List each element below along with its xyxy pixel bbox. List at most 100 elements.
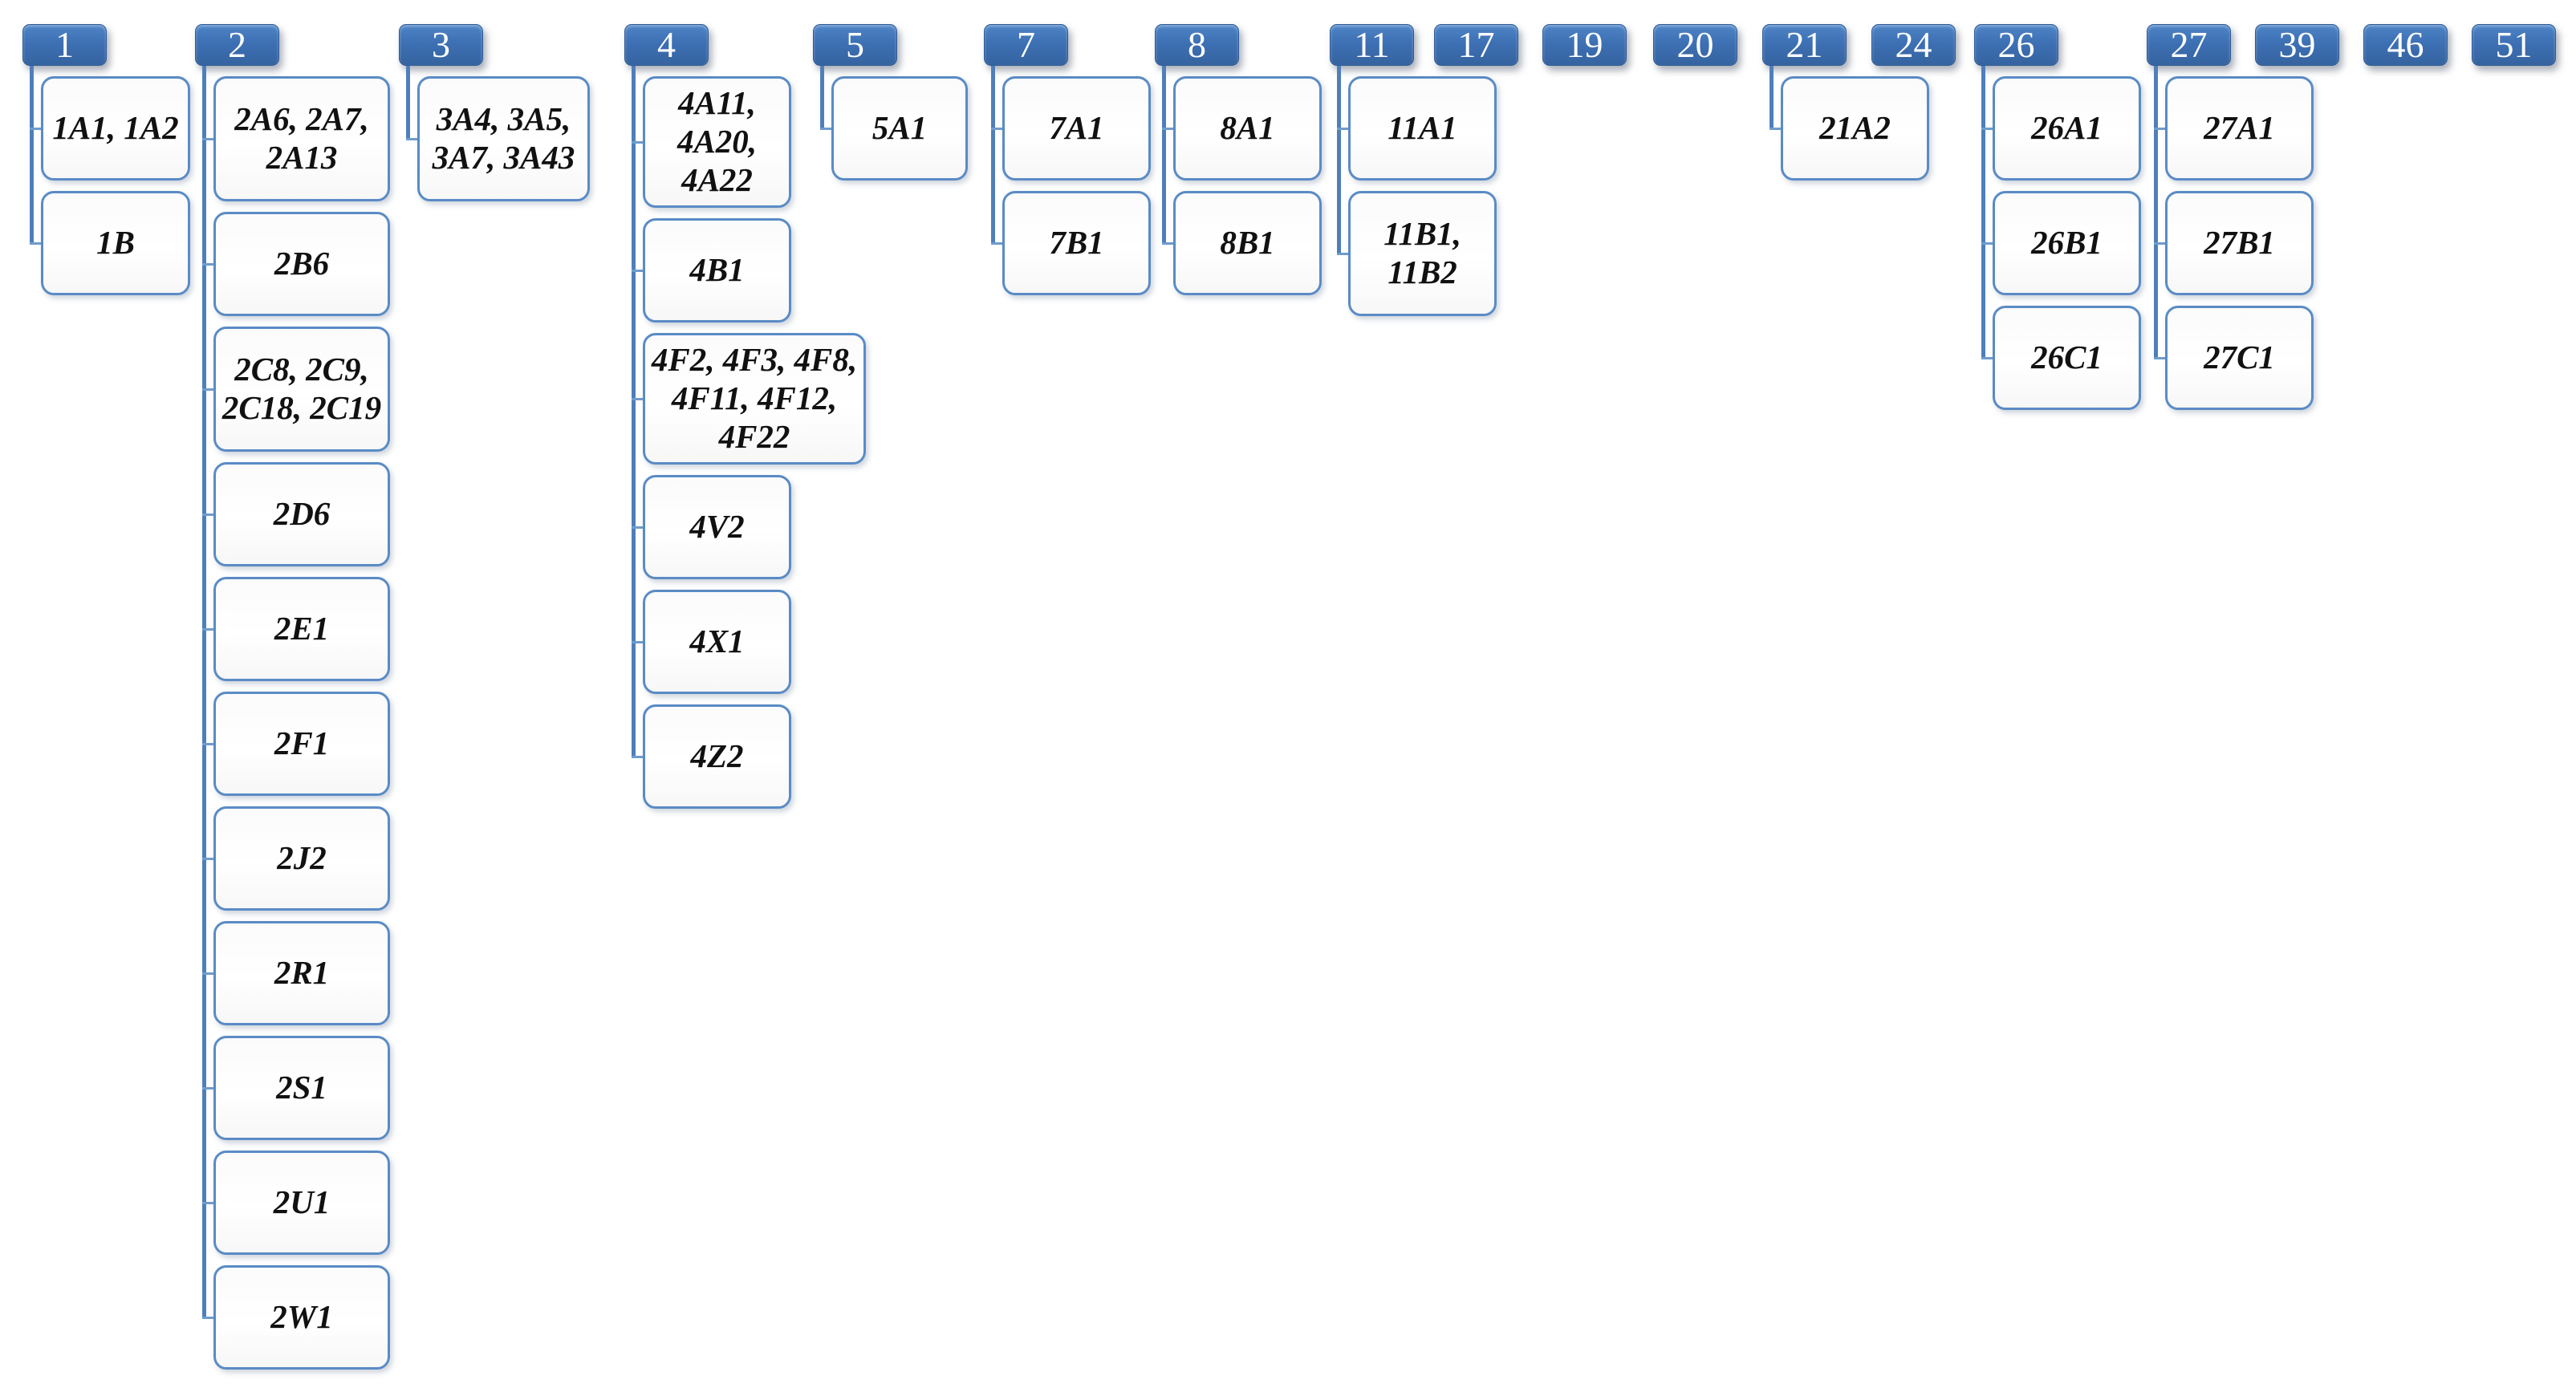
connector-vertical-27 xyxy=(2154,66,2158,358)
member-box-11A1: 11A1 xyxy=(1348,76,1497,181)
member-box-label: 2A6, 2A7, 2A13 xyxy=(234,100,369,176)
member-box-label: 2U1 xyxy=(273,1183,331,1221)
member-box-4B1: 4B1 xyxy=(643,218,791,323)
group-header-7: 7 xyxy=(984,24,1068,66)
member-box-1A1-1A2: 1A1, 1A2 xyxy=(41,76,190,181)
group-header-27: 27 xyxy=(2147,24,2231,66)
group-header-17: 17 xyxy=(1434,24,1518,66)
connector-elbow-8-2 xyxy=(1162,241,1176,245)
group-header-21: 21 xyxy=(1762,24,1847,66)
member-box-label: 2C8, 2C9, 2C18, 2C19 xyxy=(221,351,382,426)
member-box-26B1: 26B1 xyxy=(1993,191,2141,295)
member-box-label: 26B1 xyxy=(2031,224,2103,262)
connector-elbow-4-1 xyxy=(632,140,646,144)
connector-vertical-1 xyxy=(30,66,34,243)
member-box-label: 2J2 xyxy=(277,839,327,877)
connector-elbow-4-4 xyxy=(632,526,646,529)
connector-elbow-2-4 xyxy=(202,513,217,516)
connector-elbow-2-3 xyxy=(202,388,217,391)
connector-elbow-26-1 xyxy=(1981,127,1996,130)
member-box-2C8-2C9-2C18-2C19: 2C8, 2C9, 2C18, 2C19 xyxy=(213,327,390,452)
connector-elbow-21-1 xyxy=(1769,127,1784,130)
connector-elbow-1-1 xyxy=(30,127,44,130)
member-box-label: 2D6 xyxy=(273,495,331,533)
member-box-label: 26A1 xyxy=(2031,109,2103,147)
member-box-label: 8A1 xyxy=(1220,109,1275,147)
group-header-39: 39 xyxy=(2255,24,2339,66)
member-box-5A1: 5A1 xyxy=(831,76,968,181)
member-box-label: 3A4, 3A5, 3A7, 3A43 xyxy=(432,100,575,176)
connector-elbow-8-1 xyxy=(1162,127,1176,130)
member-box-label: 11B1, 11B2 xyxy=(1383,215,1461,290)
connector-vertical-7 xyxy=(991,66,995,243)
member-box-2J2: 2J2 xyxy=(213,806,390,911)
connector-elbow-2-9 xyxy=(202,1086,217,1090)
member-box-4V2: 4V2 xyxy=(643,475,791,579)
member-box-27C1: 27C1 xyxy=(2165,306,2314,410)
member-box-27A1: 27A1 xyxy=(2165,76,2314,181)
member-box-2E1: 2E1 xyxy=(213,577,390,681)
member-box-label: 4Z2 xyxy=(690,737,744,775)
member-box-3A4-3A5-3A7-3A43: 3A4, 3A5, 3A7, 3A43 xyxy=(417,76,590,201)
member-box-label: 4B1 xyxy=(689,251,745,289)
member-box-label: 1B xyxy=(96,224,135,262)
group-header-4: 4 xyxy=(624,24,709,66)
group-header-19: 19 xyxy=(1542,24,1627,66)
member-box-label: 4X1 xyxy=(689,623,745,660)
member-box-8A1: 8A1 xyxy=(1173,76,1322,181)
member-box-27B1: 27B1 xyxy=(2165,191,2314,295)
connector-elbow-2-5 xyxy=(202,627,217,631)
member-box-label: 27B1 xyxy=(2204,224,2275,262)
connector-elbow-4-3 xyxy=(632,397,646,400)
member-box-label: 26C1 xyxy=(2031,339,2103,376)
member-box-label: 2F1 xyxy=(274,724,330,762)
connector-vertical-8 xyxy=(1162,66,1166,243)
member-box-21A2: 21A2 xyxy=(1781,76,1929,181)
member-box-1B: 1B xyxy=(41,191,190,295)
member-box-2U1: 2U1 xyxy=(213,1151,390,1255)
connector-elbow-26-3 xyxy=(1981,356,1996,359)
connector-elbow-3-1 xyxy=(406,137,421,140)
connector-elbow-11-1 xyxy=(1337,127,1351,130)
member-box-label: 2W1 xyxy=(270,1298,333,1336)
connector-elbow-2-2 xyxy=(202,262,217,266)
member-box-8B1: 8B1 xyxy=(1173,191,1322,295)
connector-vertical-5 xyxy=(820,66,824,128)
connector-elbow-2-6 xyxy=(202,742,217,745)
member-box-2W1: 2W1 xyxy=(213,1265,390,1370)
group-header-20: 20 xyxy=(1653,24,1737,66)
member-box-4Z2: 4Z2 xyxy=(643,704,791,809)
connector-elbow-2-8 xyxy=(202,972,217,975)
group-header-24: 24 xyxy=(1871,24,1956,66)
connector-vertical-26 xyxy=(1981,66,1985,358)
member-box-26A1: 26A1 xyxy=(1993,76,2141,181)
group-header-5: 5 xyxy=(813,24,897,66)
member-box-label: 11A1 xyxy=(1388,109,1457,147)
member-box-2D6: 2D6 xyxy=(213,462,390,566)
connector-vertical-2 xyxy=(202,66,206,1317)
group-header-1: 1 xyxy=(22,24,107,66)
connector-elbow-2-10 xyxy=(202,1201,217,1204)
connector-elbow-4-6 xyxy=(632,755,646,758)
group-header-2: 2 xyxy=(195,24,279,66)
connector-elbow-5-1 xyxy=(820,127,835,130)
member-box-26C1: 26C1 xyxy=(1993,306,2141,410)
member-box-label: 27C1 xyxy=(2204,339,2275,376)
connector-elbow-7-1 xyxy=(991,127,1006,130)
connector-elbow-4-2 xyxy=(632,269,646,272)
member-box-label: 8B1 xyxy=(1220,224,1275,262)
member-box-2A6-2A7-2A13: 2A6, 2A7, 2A13 xyxy=(213,76,390,201)
member-box-label: 7B1 xyxy=(1049,224,1104,262)
member-box-label: 7A1 xyxy=(1049,109,1104,147)
connector-vertical-3 xyxy=(406,66,410,139)
connector-elbow-2-1 xyxy=(202,137,217,140)
group-header-26: 26 xyxy=(1974,24,2058,66)
member-box-label: 4A11, 4A20, 4A22 xyxy=(677,84,758,198)
member-box-label: 21A2 xyxy=(1819,109,1891,147)
connector-elbow-11-2 xyxy=(1337,252,1351,255)
connector-elbow-7-2 xyxy=(991,241,1006,245)
group-header-3: 3 xyxy=(399,24,483,66)
connector-vertical-4 xyxy=(632,66,636,757)
connector-elbow-27-2 xyxy=(2154,241,2168,245)
member-box-7B1: 7B1 xyxy=(1002,191,1151,295)
